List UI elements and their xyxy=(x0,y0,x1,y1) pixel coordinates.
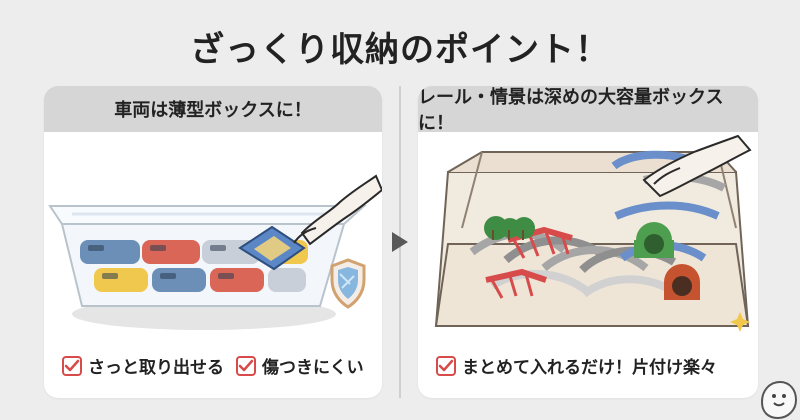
check-label-3: まとめて入れるだけ！片付け楽々 xyxy=(462,358,717,378)
checkmark-icon xyxy=(236,355,256,376)
check-item-2: 傷つきにくい xyxy=(236,353,364,378)
checkmark-icon xyxy=(62,355,82,376)
right-panel-checks: まとめて入れるだけ！片付け楽々 xyxy=(436,353,746,378)
scenery-items xyxy=(484,216,700,300)
check-label-2: 傷つきにくい xyxy=(262,358,364,378)
left-panel-checks: さっと取り出せる 傷つきにくい xyxy=(62,353,370,378)
train-box-illustration xyxy=(48,174,382,330)
rail-box-illustration xyxy=(434,134,752,332)
left-illustration xyxy=(44,132,382,338)
trains-in-box xyxy=(80,240,308,292)
checkmark-icon xyxy=(436,355,456,376)
hand-with-rails xyxy=(642,134,752,198)
arrow-right-icon xyxy=(390,230,410,258)
left-panel-header: 車両は薄型ボックスに！ xyxy=(44,86,382,132)
check-label-1: さっと取り出せる xyxy=(88,358,224,378)
left-panel: 車両は薄型ボックスに！ xyxy=(44,86,382,398)
check-item-1: さっと取り出せる xyxy=(62,353,224,378)
hand-with-train xyxy=(238,174,382,271)
mascot-icon xyxy=(752,372,800,420)
right-illustration xyxy=(418,132,758,338)
shield-icon xyxy=(330,258,366,309)
sparkle-icon xyxy=(730,312,750,332)
right-panel: レール・情景は深めの大容量ボックスに！ xyxy=(418,86,758,398)
page-title: ざっくり収納のポイント！ xyxy=(190,30,610,70)
check-item-3: まとめて入れるだけ！片付け楽々 xyxy=(436,353,717,378)
right-panel-header: レール・情景は深めの大容量ボックスに！ xyxy=(418,86,758,134)
